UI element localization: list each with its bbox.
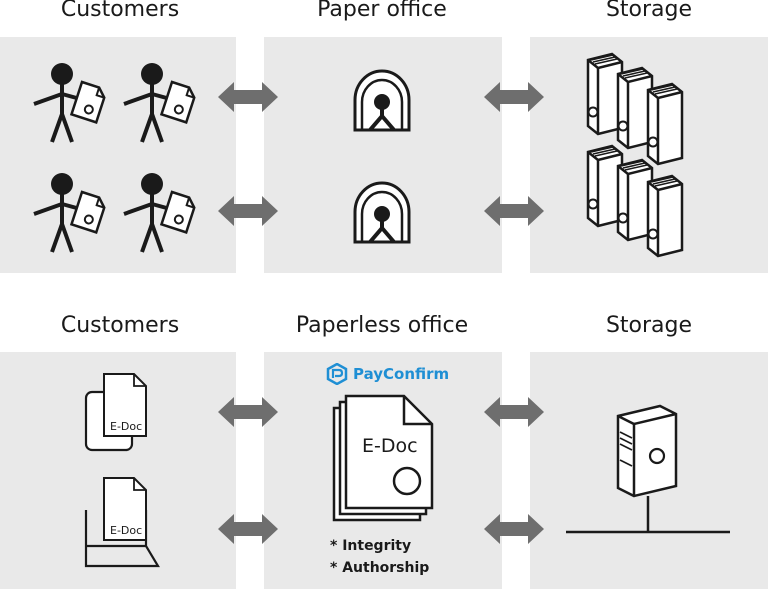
e-doc-stack-icon (332, 394, 434, 522)
customer-figure-icon (32, 171, 109, 254)
top-customers-panel (0, 37, 236, 273)
customer-figure-icon (122, 61, 199, 144)
brand-name: PayConfirm (353, 365, 450, 383)
customer-figure-icon (32, 61, 109, 144)
bottom-storage-heading: Storage (605, 313, 693, 338)
laptop-device-icon (84, 477, 160, 568)
doc-label-small: E-Doc (110, 524, 142, 537)
double-arrow-icon (218, 196, 278, 226)
document-properties: * Integrity * Authorship (330, 535, 429, 579)
bottom-customers-heading: Customers (60, 313, 180, 338)
double-arrow-icon (484, 82, 544, 112)
top-office-heading: Paper office (317, 0, 447, 22)
double-arrow-icon (218, 514, 278, 544)
double-arrow-icon (218, 397, 278, 427)
double-arrow-icon (484, 514, 544, 544)
top-customers-heading: Customers (60, 0, 180, 22)
binder-stack-icon (586, 52, 684, 258)
doc-label-small: E-Doc (110, 420, 142, 433)
customer-figure-icon (122, 171, 199, 254)
top-storage-heading: Storage (605, 0, 693, 22)
clerk-window-icon (353, 181, 411, 244)
tablet-device-icon (84, 373, 147, 452)
clerk-window-icon (353, 69, 411, 132)
authorship-note: * Authorship (330, 560, 430, 576)
double-arrow-icon (218, 82, 278, 112)
payconfirm-logo-icon (326, 363, 348, 385)
doc-label-large: E-Doc (362, 435, 418, 457)
payconfirm-logo: PayConfirm (326, 362, 449, 386)
double-arrow-icon (484, 397, 544, 427)
server-icon (566, 404, 730, 534)
integrity-note: * Integrity (330, 538, 412, 554)
bottom-office-heading: Paperless office (295, 313, 469, 338)
double-arrow-icon (484, 196, 544, 226)
